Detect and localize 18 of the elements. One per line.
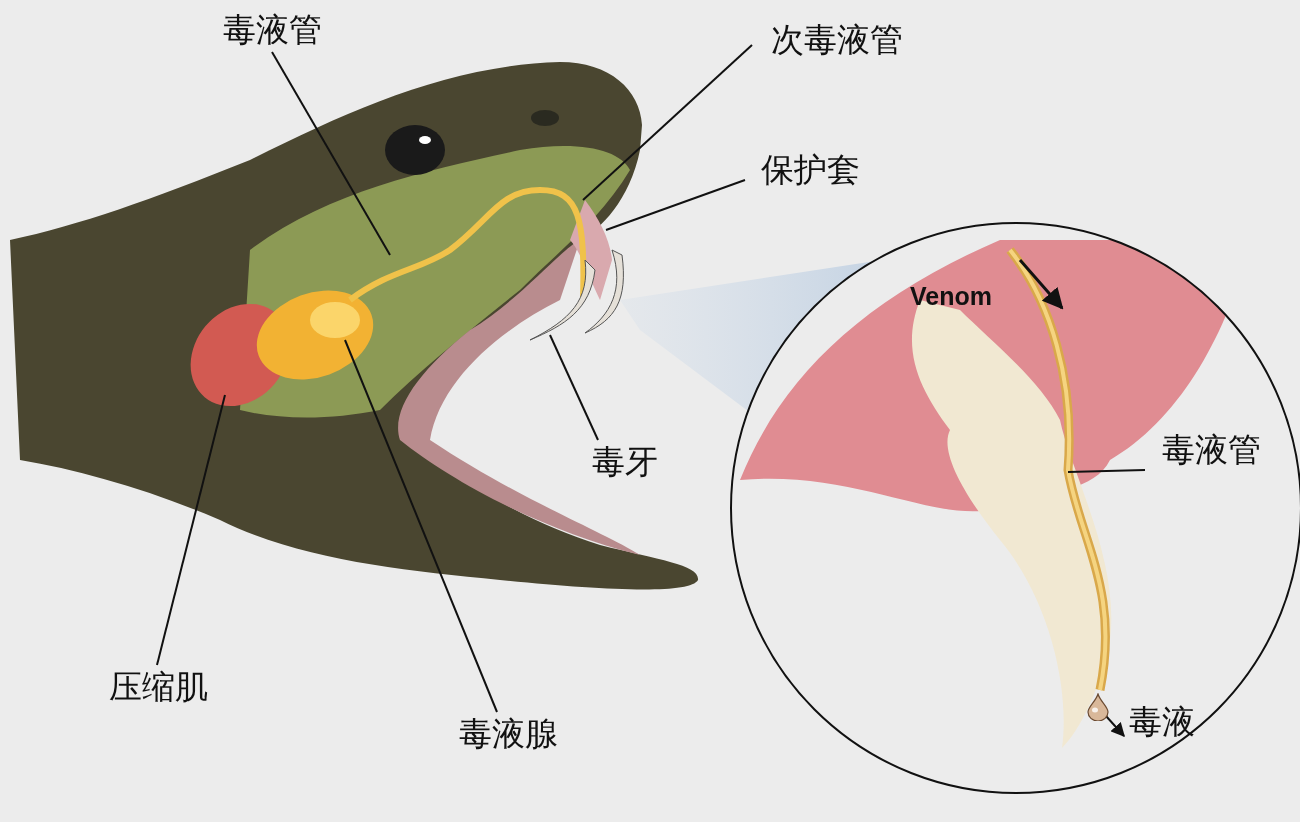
part-label: 毒液: [1122, 700, 1202, 744]
arrow: [1105, 715, 1125, 738]
part-label: 毒液管: [205, 8, 340, 52]
part-label: 次毒液管: [752, 18, 922, 62]
leader-line: [605, 179, 746, 231]
part-label: 毒牙: [580, 440, 670, 484]
leader-line: [271, 51, 391, 256]
leader-line: [582, 44, 753, 201]
callout-text: Venom: [910, 282, 992, 311]
leader-line: [344, 339, 498, 713]
venom-droplet: [1086, 693, 1110, 721]
part-label: 毒液腺: [442, 712, 574, 756]
leader-line: [1067, 469, 1146, 473]
part-label: 压缩肌: [92, 665, 224, 709]
part-label: 毒液管: [1145, 428, 1277, 472]
leader-line: [156, 394, 226, 666]
part-label: 保护套: [745, 148, 875, 192]
leader-line: [549, 334, 599, 441]
